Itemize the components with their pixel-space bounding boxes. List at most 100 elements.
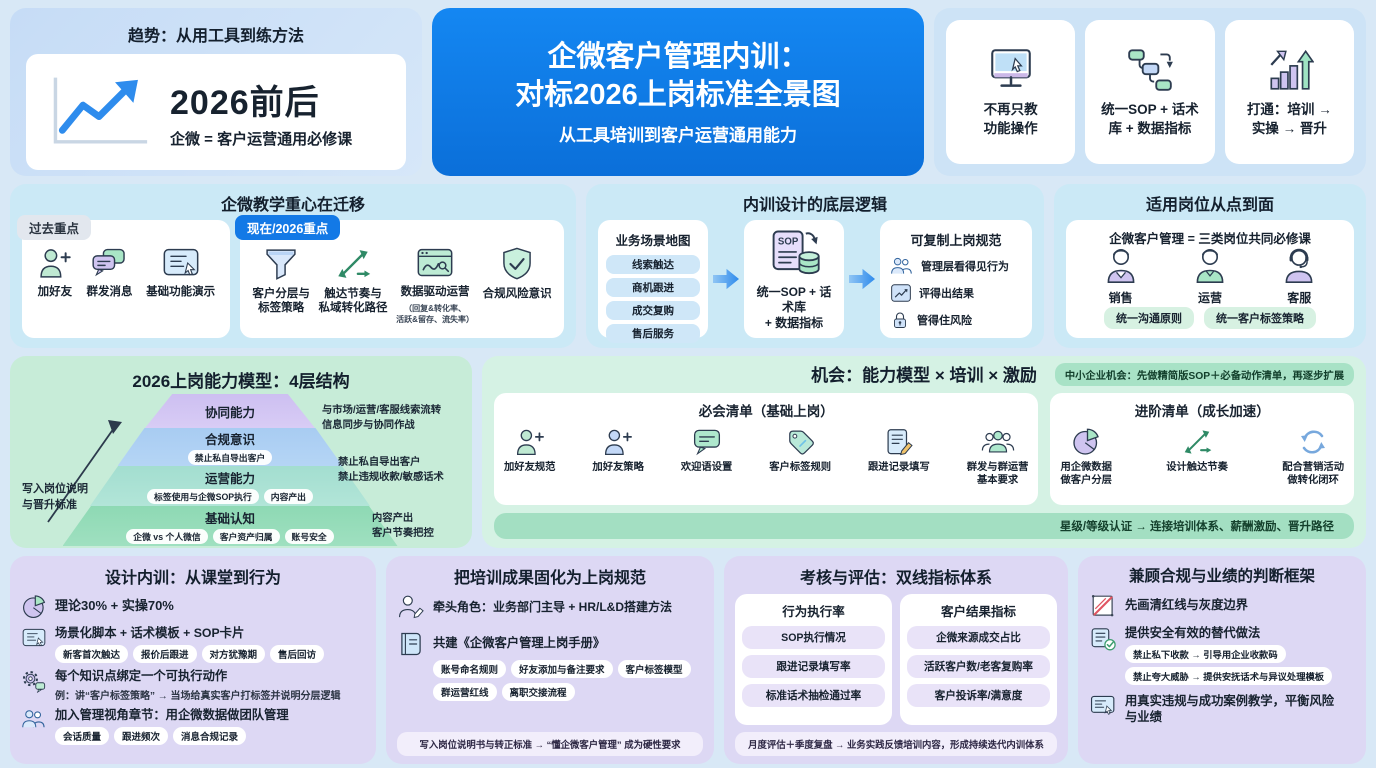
design-item: 场景化脚本 + 话术模板 + SOP卡片 新客首次触达 报价后跟进 对方犹豫期 …	[21, 626, 365, 664]
result-pill: 客户投诉率/满意度	[907, 684, 1050, 707]
behavior-card: 行为执行率 SOP执行情况 跟进记录填写率 标准话术抽检通过率	[735, 594, 892, 725]
group-icon	[981, 427, 1015, 457]
tag-icon	[784, 427, 816, 457]
design-item: 加入管理视角章节：用企微数据做团队管理 会话质量 跟进频次 消息合规记录	[21, 708, 365, 746]
compliance-title: 兼顾合规与业绩的判断框架	[1128, 568, 1315, 585]
must-item: 跟进记录填写	[868, 427, 930, 488]
alternative-pill: 禁止私下收款 → 引导用企业收款码	[1125, 645, 1286, 664]
ops-person-icon	[1192, 248, 1228, 284]
second-row: 企微教学重心在迁移 过去重点 加好友 群发消息 基础功能演示	[10, 184, 1366, 348]
trend-card: 2026前后 企微 = 客户运营通用必修课	[26, 54, 406, 170]
solidify-panel: 把培训成果固化为上岗规范 牵头角色：业务部门主导 + HR/L&D搭建方法 共建…	[386, 556, 714, 764]
roles-subtitle: 企微客户管理 = 三类岗位共同必修课	[1109, 232, 1311, 246]
design-title: 设计内训：从课堂到行为	[104, 570, 281, 587]
norm-item: 管理层看得见行为	[890, 256, 1022, 276]
hero-subtitle: 从工具培训到客户运营通用能力	[559, 126, 797, 146]
must-item: 客户标签规则	[769, 427, 831, 488]
chat-bubbles-icon	[90, 246, 128, 280]
welcome-bubble-icon	[691, 427, 723, 457]
adv-item: 设计触达节奏	[1166, 427, 1228, 488]
handbook-pill: 客户标签模型	[617, 660, 691, 678]
benefit-card: 统一SOP + 话术 库 + 数据指标	[1085, 20, 1215, 164]
layer-pill: 禁止私自导出客户	[187, 450, 273, 465]
loop-icon	[1297, 427, 1329, 457]
gear-icon	[21, 669, 47, 693]
scene-map-card: 业务场景地图 线索触达 商机跟进 成交复购 售后服务	[598, 220, 708, 343]
must-item: 加好友规范	[504, 427, 555, 488]
certification-banner: 星级/等级认证 → 连接培训体系、薪酬激励、晋升路径	[494, 513, 1354, 539]
sales-person-icon	[1103, 248, 1139, 284]
handbook-pill: 账号命名规则	[433, 660, 507, 678]
lead-role-item: 牵头角色：业务部门主导 + HR/L&D搭建方法	[397, 594, 703, 620]
model-title: 2026上岗能力模型：4层结构	[132, 372, 350, 391]
growth-icon	[1264, 46, 1314, 92]
trend-title: 趋势：从用工具到练方法	[127, 28, 304, 45]
arrow-right-icon	[713, 268, 739, 290]
solidify-banner: 写入岗位说明书与转正标准 → “懂企微客户管理” 成为硬性要求	[397, 732, 703, 756]
bottom-row: 设计内训：从课堂到行为 理论30% + 实操70% 场景化脚本 + 话术模板 +…	[10, 556, 1366, 764]
person-add-icon	[37, 246, 73, 280]
benefit-label: 不再只教 功能操作	[983, 102, 1038, 136]
past-tag: 过去重点	[17, 215, 92, 240]
handbook-pill: 好友添加与备注要求	[511, 660, 613, 678]
mgmt-pill: 会话质量	[55, 727, 110, 746]
layer-note: 禁止私自导出客户 禁止违规收款/敏感话术	[338, 457, 444, 483]
team-icon	[21, 708, 47, 730]
adv-item: 配合营销活动 做转化闭环	[1282, 427, 1344, 488]
must-list-card: 必会清单（基础上岗） 加好友规范 加好友策略 欢迎语设置	[494, 393, 1039, 505]
mgmt-pill: 消息合规记录	[173, 727, 247, 746]
redline-icon	[1089, 592, 1117, 620]
pyramid-layer-compliance: 合规意识 禁止私自导出客户	[117, 428, 343, 466]
now-item: 数据驱动运营 （回复&转化率、 活跃&留存、流失率）	[396, 246, 474, 325]
layer-pill: 客户资产归属	[212, 529, 280, 544]
past-item: 群发消息	[86, 246, 132, 299]
person-add-icon	[514, 427, 546, 457]
model-side-note: 写入岗位说明 与晋升标准	[22, 483, 88, 511]
layer-pill: 内容产出	[263, 489, 313, 504]
roles-card: 企微客户管理 = 三类岗位共同必修课 销售 运营 客服 统一沟通原则 统一客户标…	[1066, 220, 1354, 338]
smb-note: 中小企业机会：先做精简版SOP＋必备动作清单，再逐步扩展	[1054, 363, 1354, 386]
norm-card: 可复制上岗规范 管理层看得见行为 评得出结果 管得住风险	[880, 220, 1032, 338]
role-service: 客服	[1281, 248, 1317, 306]
trend-panel: 趋势：从用工具到练方法 2026前后 企微 = 客户运营通用必修课	[10, 8, 422, 176]
capability-model-panel: 2026上岗能力模型：4层结构 写入岗位说明 与晋升标准 协同能力 合规意识 禁…	[10, 356, 472, 548]
chart-box-icon	[890, 283, 912, 303]
trend-sub-text: 企微 = 客户运营通用必修课	[170, 131, 353, 148]
handbook-pill: 群运营红线	[433, 683, 497, 701]
example-note: 例：讲“客户标签策略” → 当场给真实客户打标签并说明分层逻辑	[55, 690, 341, 702]
scenario-pill: 报价后跟进	[133, 645, 197, 664]
role-ops: 运营	[1192, 248, 1228, 306]
alternative-pill: 禁止夸大威胁 → 提供安抚话术与异议处理模板	[1125, 667, 1333, 686]
now-focus-card: 现在/2026重点 客户分层与 标签策略 触达节奏与 私域转化路径 数据驱动运营…	[235, 215, 564, 338]
layer-pill: 企微 vs 个人微信	[126, 529, 208, 544]
roles-pill: 统一沟通原则	[1104, 307, 1194, 329]
person-edit-icon	[397, 594, 425, 620]
pyramid-layer-collab: 协同能力	[145, 394, 315, 428]
layer-note: 与市场/运营/客服线索流转 信息同步与协同作战	[322, 405, 441, 431]
hero-banner: 企微客户管理内训： 对标2026上岗标准全景图 从工具培训到客户运营通用能力	[432, 8, 924, 176]
must-item: 加好友策略	[592, 427, 644, 488]
must-item: 欢迎语设置	[681, 427, 732, 488]
lock-icon	[890, 310, 910, 330]
must-item: 群发与群运营 基本要求	[967, 427, 1028, 488]
scene-pill: 线索触达	[606, 255, 700, 274]
roles-pill: 统一客户标签策略	[1204, 307, 1316, 329]
design-panel: 设计内训：从课堂到行为 理论30% + 实操70% 场景化脚本 + 话术模板 +…	[10, 556, 376, 764]
benefit-card: 打通：培训 → 实操 → 晋升	[1224, 20, 1354, 164]
design-item: 每个知识点绑定一个可执行动作 例：讲“客户标签策略” → 当场给真实客户打标签并…	[21, 669, 365, 702]
funnel-icon	[263, 246, 299, 282]
now-item: 触达节奏与 私域转化路径	[319, 246, 388, 316]
scene-pill: 成交复购	[606, 301, 700, 320]
compliance-panel: 兼顾合规与业绩的判断框架 先画清红线与灰度边界 提供安全有效的替代做法 禁止私下…	[1078, 556, 1366, 764]
benefits-panel: 不再只教 功能操作 统一SOP + 话术 库 + 数据指标 打通：培训 → 实操…	[934, 8, 1366, 176]
scene-pill: 售后服务	[606, 324, 700, 343]
pie-chart-icon	[21, 594, 47, 620]
advanced-list-card: 进阶清单（成长加速） 用企微数据 做客户分层 设计触达节奏 配合营销活动 做转化…	[1050, 393, 1354, 505]
handbook-pill: 离职交接流程	[501, 683, 575, 701]
third-row: 2026上岗能力模型：4层结构 写入岗位说明 与晋升标准 协同能力 合规意识 禁…	[10, 356, 1366, 548]
assess-panel: 考核与评估：双线指标体系 行为执行率 SOP执行情况 跟进记录填写率 标准话术抽…	[724, 556, 1068, 764]
compliance-item: 提供安全有效的替代做法 禁止私下收款 → 引导用企业收款码 禁止夸大威胁 → 提…	[1089, 626, 1355, 686]
compliance-item: 先画清红线与灰度边界	[1089, 592, 1355, 620]
result-pill: 企微来源成交占比	[907, 626, 1050, 649]
behavior-pill: 跟进记录填写率	[742, 655, 885, 678]
